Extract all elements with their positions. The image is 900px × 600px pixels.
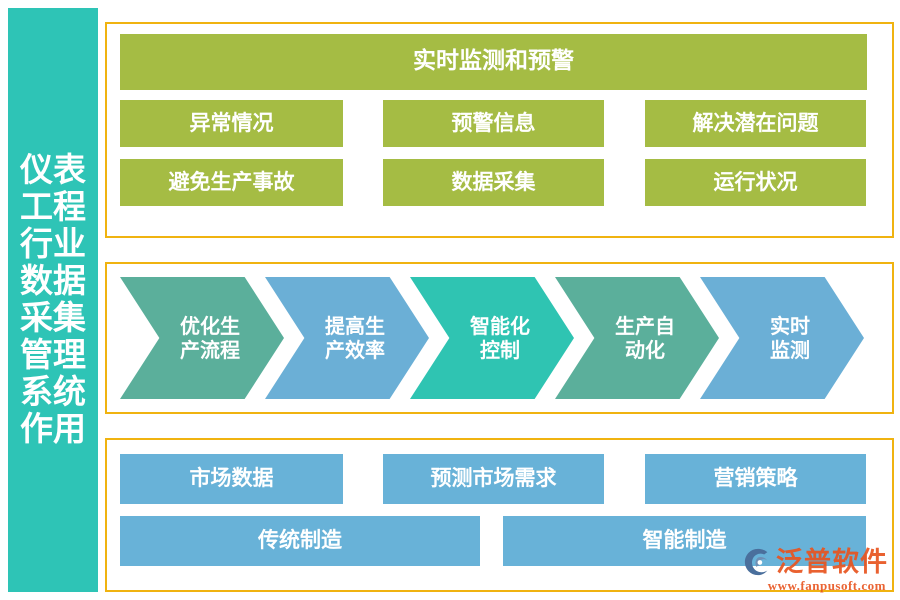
chevron-step-realtime-monitoring[interactable]: 实时 监测 [700,277,864,399]
panel-realtime-monitoring: 实时监测和预警 异常情况 预警信息 解决潜在问题 避免生产事故 数据采集 运行状… [105,22,894,238]
panel-process-flow: 优化生 产流程 提高生 产效率 智能化 控制 生产自 动化 [105,262,894,414]
bottom-tile-smart-manufacturing[interactable]: 智能制造 [503,516,866,566]
sidebar-title-text: 仪表工程行业数据采集管理系统作用 [20,150,86,448]
chevron-line-1: 优化生 [180,313,240,338]
chevron-line-1: 智能化 [470,313,530,338]
chevron-step-improve-production-efficiency[interactable]: 提高生 产效率 [265,277,429,399]
sidebar-title-band: 仪表工程行业数据采集管理系统作用 [8,8,98,592]
top-panel-header: 实时监测和预警 [120,34,867,90]
chevron-step-label: 智能化 控制 [448,314,536,363]
chevron-line-2: 控制 [480,338,520,362]
chevron-step-optimize-production-process[interactable]: 优化生 产流程 [120,277,284,399]
panel-market-manufacturing: 市场数据 预测市场需求 营销策略 传统制造 智能制造 [105,438,894,592]
chevron-step-label: 优化生 产流程 [158,314,246,363]
chevron-step-intelligent-control[interactable]: 智能化 控制 [410,277,574,399]
chevron-step-label: 实时 监测 [748,314,816,363]
chevron-line-2: 产效率 [325,338,385,362]
chevron-step-production-automation[interactable]: 生产自 动化 [555,277,719,399]
chevron-line-2: 产流程 [180,338,240,362]
chevron-step-label: 生产自 动化 [593,314,681,363]
chevron-step-label: 提高生 产效率 [303,314,391,363]
chevron-line-1: 实时 [770,313,810,338]
chevron-line-1: 提高生 [325,313,385,338]
bottom-tile-traditional-manufacturing[interactable]: 传统制造 [120,516,480,566]
bottom-tile-marketing-strategy[interactable]: 营销策略 [645,454,866,504]
chevron-line-2: 监测 [770,338,810,362]
top-tile-data-collection[interactable]: 数据采集 [383,159,604,206]
top-tile-operating-status[interactable]: 运行状况 [645,159,866,206]
top-tile-warning-info[interactable]: 预警信息 [383,100,604,147]
chevron-line-2: 动化 [625,338,665,362]
top-tile-resolve-potential-issues[interactable]: 解决潜在问题 [645,100,866,147]
chevron-line-1: 生产自 [615,313,675,338]
chevron-flow: 优化生 产流程 提高生 产效率 智能化 控制 生产自 动化 [120,277,883,399]
bottom-tile-forecast-market-demand[interactable]: 预测市场需求 [383,454,604,504]
top-tile-avoid-production-accidents[interactable]: 避免生产事故 [120,159,343,206]
top-tile-abnormal-situation[interactable]: 异常情况 [120,100,343,147]
bottom-tile-market-data[interactable]: 市场数据 [120,454,343,504]
